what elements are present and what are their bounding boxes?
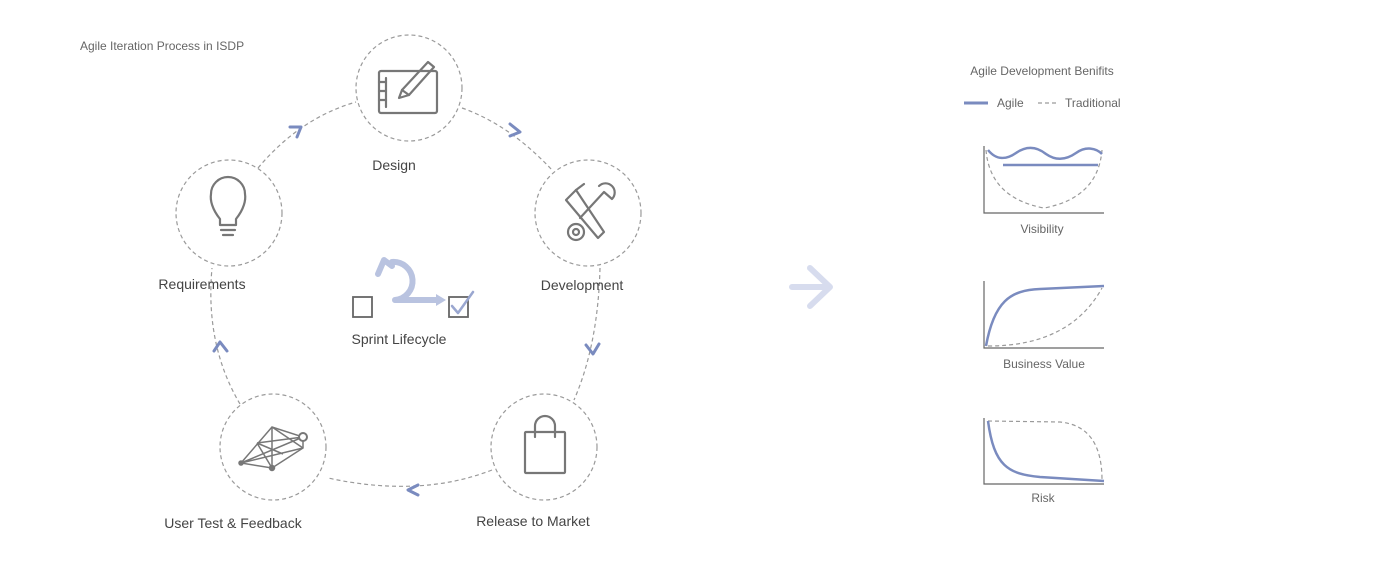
mini-chart-visibility: Visibility	[983, 146, 1104, 236]
legend: Agile Traditional	[964, 96, 1121, 110]
mini-chart-risk: Risk	[983, 418, 1105, 505]
mini-chart-label-visibility: Visibility	[1020, 222, 1063, 236]
tools-icon	[564, 182, 616, 242]
stage-label-development: Development	[541, 277, 624, 293]
stage-design: Design	[355, 34, 463, 173]
mini-chart-axes	[983, 281, 1104, 349]
mini-chart-business-value: Business Value	[983, 281, 1105, 371]
arrow-to-development	[508, 122, 522, 138]
traditional-curve	[987, 420, 1103, 481]
shopping-bag-icon	[523, 414, 567, 475]
tablet-pen-icon	[377, 60, 439, 115]
center-label: Sprint Lifecycle	[352, 331, 447, 347]
arrow-to-release	[584, 342, 601, 356]
network-icon	[238, 426, 308, 472]
agile-curve	[987, 146, 1103, 160]
stage-requirements: Requirements	[158, 159, 283, 292]
mini-chart-label-business-value: Business Value	[1003, 357, 1085, 371]
stage-development: Development	[534, 159, 642, 293]
stage-label-user-test: User Test & Feedback	[164, 515, 302, 531]
stage-user-test: User Test & Feedback	[164, 393, 327, 531]
lightbulb-icon	[209, 175, 247, 237]
agile-curve	[984, 284, 1105, 347]
agile-curve	[986, 420, 1105, 483]
arrow-to-requirements	[212, 340, 229, 353]
arrow-to-user-test	[406, 483, 420, 497]
left-title: Agile Iteration Process in ISDP	[80, 39, 244, 53]
legend-traditional-label: Traditional	[1065, 96, 1121, 110]
sprint-cycle-icon: Sprint Lifecycle	[352, 257, 475, 347]
mini-chart-axes	[983, 146, 1104, 214]
big-arrow-icon	[789, 265, 833, 309]
arrow-to-design	[288, 125, 303, 139]
stage-label-requirements: Requirements	[158, 276, 245, 292]
stage-label-design: Design	[372, 157, 416, 173]
stage-label-release: Release to Market	[476, 513, 590, 529]
mini-chart-label-risk: Risk	[1031, 491, 1055, 505]
stage-release: Release to Market	[476, 393, 598, 529]
cycle-arrows	[212, 122, 601, 497]
legend-agile-label: Agile	[997, 96, 1024, 110]
mini-chart-axes	[983, 418, 1104, 485]
traditional-curve	[987, 287, 1103, 347]
right-title: Agile Development Benifits	[970, 64, 1113, 78]
